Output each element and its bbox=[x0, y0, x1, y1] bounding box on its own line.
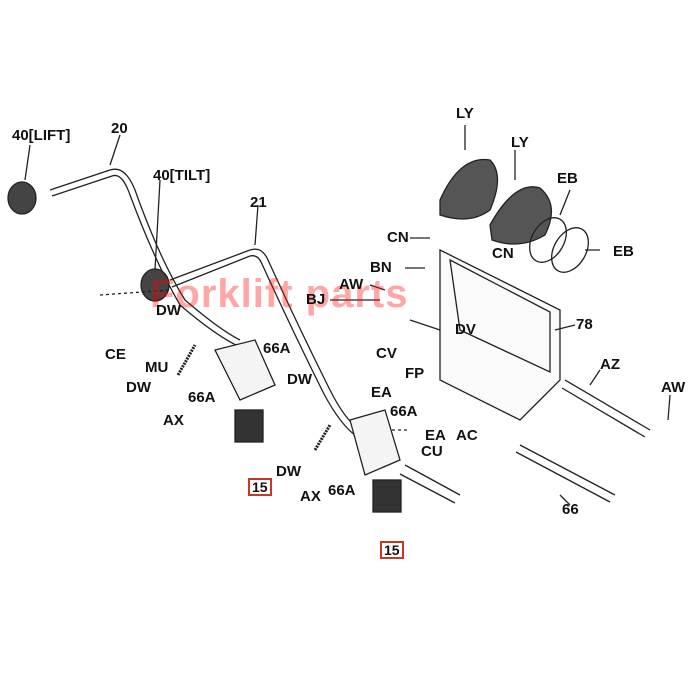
callout-bj: BJ bbox=[306, 291, 326, 308]
callout-dw-2: DW bbox=[126, 379, 151, 396]
callout-21: 21 bbox=[250, 194, 267, 211]
callout-66a-1: 66A bbox=[263, 340, 291, 357]
callout-66: 66 bbox=[562, 501, 579, 518]
callout-dw-3: DW bbox=[287, 371, 312, 388]
lever-21 bbox=[169, 248, 361, 431]
shaft-66 bbox=[515, 444, 616, 503]
plate-left bbox=[214, 339, 276, 401]
callout-78: 78 bbox=[576, 316, 593, 333]
callout-ax-1: AX bbox=[163, 412, 184, 429]
watermark: Forklift parts bbox=[150, 272, 409, 316]
bracket-78 bbox=[439, 248, 561, 421]
valve-15-right bbox=[372, 479, 402, 513]
ring-eb-2 bbox=[551, 227, 589, 273]
callout-66a-4: 66A bbox=[328, 482, 356, 499]
callout-eb-2: EB bbox=[613, 243, 634, 260]
callout-dw-4: DW bbox=[276, 463, 301, 480]
callout-ax-2: AX bbox=[300, 488, 321, 505]
callout-eb-1: EB bbox=[557, 170, 578, 187]
callout-cu: CU bbox=[421, 443, 443, 460]
callout-ce: CE bbox=[105, 346, 126, 363]
spring-left bbox=[176, 344, 197, 376]
callout-aw-2: AW bbox=[661, 379, 686, 396]
callout-ea-1: EA bbox=[371, 384, 392, 401]
shaft-az bbox=[561, 379, 651, 438]
callout-40-tilt: 40[TILT] bbox=[153, 167, 211, 184]
callout-dv: DV bbox=[455, 321, 476, 338]
callout-az: AZ bbox=[600, 356, 620, 373]
tube-cu bbox=[399, 464, 461, 504]
callout-aw-1: AW bbox=[339, 276, 364, 293]
ring-eb-1 bbox=[529, 217, 567, 263]
plate-right bbox=[349, 409, 401, 476]
callout-15-left: 15 bbox=[248, 478, 272, 496]
callout-66a-3: 66A bbox=[390, 403, 418, 420]
callout-ly-2: LY bbox=[511, 134, 529, 151]
boot-ly-1 bbox=[439, 158, 499, 220]
callout-cn-2: CN bbox=[492, 245, 514, 262]
callout-mu: MU bbox=[145, 359, 169, 376]
callout-ac: AC bbox=[456, 427, 478, 444]
boot-ly-2 bbox=[489, 186, 552, 245]
callout-20: 20 bbox=[111, 120, 128, 137]
callout-fp: FP bbox=[405, 365, 425, 382]
callout-66a-2: 66A bbox=[188, 389, 216, 406]
callout-dw-1: DW bbox=[156, 302, 181, 319]
callout-bn: BN bbox=[370, 259, 392, 276]
callout-cv: CV bbox=[376, 345, 397, 362]
callout-ly-1: LY bbox=[456, 105, 474, 122]
callout-cn-1: CN bbox=[387, 229, 409, 246]
callout-40-lift: 40[LIFT] bbox=[12, 127, 71, 144]
spring-right bbox=[313, 424, 332, 451]
knob-lift bbox=[7, 181, 37, 215]
callout-15-right: 15 bbox=[380, 541, 404, 559]
valve-15-left bbox=[234, 409, 264, 443]
callout-ea-2: EA bbox=[425, 427, 446, 444]
lever-20 bbox=[49, 168, 241, 341]
